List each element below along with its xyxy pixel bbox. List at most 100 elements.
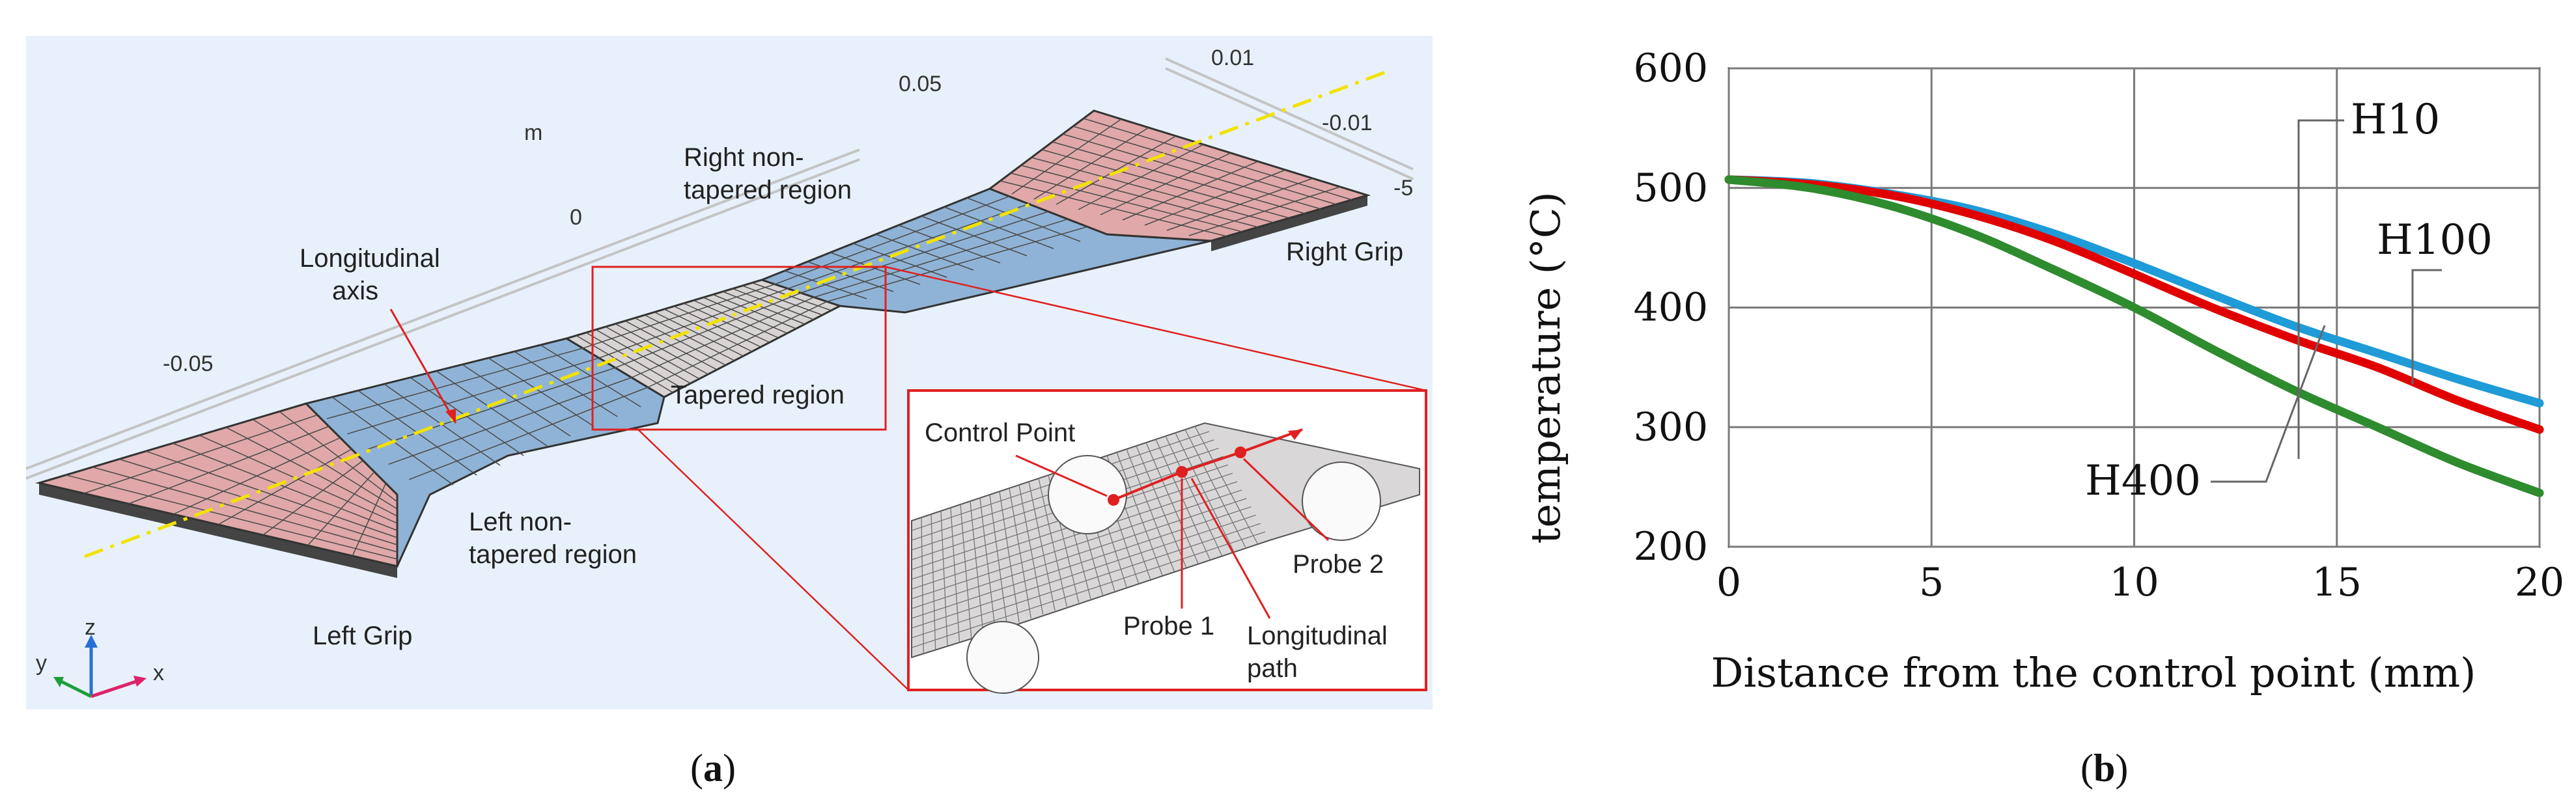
panel-a-letter: a xyxy=(703,747,723,790)
y-tick-label: 300 xyxy=(1633,404,1708,450)
longitudinal-axis-arrow xyxy=(445,409,456,423)
chart-grid xyxy=(1728,67,2541,548)
triad-y-arrow xyxy=(53,677,64,687)
mesh-line xyxy=(388,377,632,465)
inset-mesh-line xyxy=(911,481,1238,590)
mesh-line xyxy=(631,296,815,378)
series-line-h100 xyxy=(1724,175,2544,434)
x-tick-label: 20 xyxy=(2515,560,2564,605)
legend-label-h100: H100 xyxy=(2377,216,2493,264)
mesh-line xyxy=(1122,161,1259,221)
y-tick-label: 500 xyxy=(1633,165,1708,211)
triad-x-axis xyxy=(91,678,141,698)
mesh-line xyxy=(347,357,600,435)
x-tick-label: 0 xyxy=(1716,560,1741,605)
inset-mesh-line xyxy=(911,498,1247,609)
path-label-2: path xyxy=(1247,654,1298,683)
probe2-label: Probe 2 xyxy=(1293,550,1384,579)
coordinate-triad: z x y xyxy=(36,615,164,698)
inset-mesh-line xyxy=(911,489,1242,599)
tapered-label: Tapered region xyxy=(671,381,845,409)
mesh-line xyxy=(774,195,1010,285)
tick-neg001: -0.01 xyxy=(1322,111,1373,135)
inset-leaders xyxy=(1015,454,1330,619)
panel-b-label: (b) xyxy=(2080,747,2128,790)
unit-m: m xyxy=(524,120,542,145)
ruler-lines xyxy=(25,57,1414,480)
y-tick-label: 400 xyxy=(1633,285,1708,331)
probe-path xyxy=(1113,428,1303,501)
mesh-line xyxy=(1166,178,1313,231)
specimen-edge-left xyxy=(39,483,397,578)
mesh-line xyxy=(800,211,1049,294)
mesh-line xyxy=(615,292,802,368)
inset-mesh-line xyxy=(911,531,1266,648)
mesh-line xyxy=(813,218,1069,298)
right-nontapered-label-1: Right non- xyxy=(684,143,804,172)
left-grip-label: Left Grip xyxy=(313,622,412,650)
tick-005: 0.05 xyxy=(899,72,942,96)
mesh-line xyxy=(326,348,583,420)
mesh-line xyxy=(1056,135,1177,205)
y-tick-label: 200 xyxy=(1633,524,1708,570)
mesh-line xyxy=(367,367,616,450)
triad-x-label: x xyxy=(153,661,164,685)
mesh-line xyxy=(1078,144,1204,210)
mesh-line xyxy=(826,226,1088,303)
model-view-panel: -0.05 0 0.05 0.01 -0.01 -5 m xyxy=(25,36,1433,790)
right-grip-label: Right Grip xyxy=(1286,238,1403,266)
zoom-line-top xyxy=(885,266,1427,392)
control-point-marker xyxy=(1108,494,1119,506)
mesh-line xyxy=(128,426,329,504)
mesh-line xyxy=(1144,169,1286,226)
mesh-line xyxy=(1188,186,1341,236)
mesh-line xyxy=(1033,127,1149,200)
longitudinal-axis-label-1: Longitudinal xyxy=(300,244,440,273)
mesh-line xyxy=(1011,118,1122,195)
longitudinal-axis-line xyxy=(84,70,1388,558)
specimen-edge-right xyxy=(1211,195,1367,251)
longitudinal-axis-label-2: axis xyxy=(332,277,378,305)
x-tick-label: 5 xyxy=(1919,560,1944,605)
mesh-line xyxy=(598,288,789,359)
triad-y-label: y xyxy=(36,651,47,676)
panel-a-label: (a) xyxy=(690,747,736,790)
x-tick-label: 10 xyxy=(2109,560,2159,605)
highlight-box xyxy=(591,266,887,431)
panel-b-letter: b xyxy=(2093,747,2115,790)
triad-z-arrow xyxy=(85,635,98,648)
y-tick-label: 600 xyxy=(1633,46,1708,91)
right-nontapered-label-2: tapered region xyxy=(684,176,852,204)
mesh-line xyxy=(409,387,649,480)
triad-x-arrow xyxy=(133,676,147,687)
mesh-line xyxy=(787,203,1029,290)
path-label-1: Longitudinal xyxy=(1247,622,1388,650)
mesh-line xyxy=(1100,152,1231,215)
chart-ticks: 0 5 10 15 20 200 300 400 500 600 xyxy=(1633,46,2564,605)
probe1-label: Probe 1 xyxy=(1123,612,1214,640)
tick-001: 0.01 xyxy=(1211,46,1254,70)
legend-leader-h100 xyxy=(2411,269,2442,384)
path-arrowhead xyxy=(1288,430,1302,440)
mesh-line xyxy=(647,301,828,388)
mesh-line xyxy=(307,471,375,546)
series-line-h400 xyxy=(1724,175,2544,497)
tick-zero: 0 xyxy=(570,205,582,230)
mesh xyxy=(65,118,1352,560)
x-tick-label: 15 xyxy=(2312,560,2362,605)
mesh-line xyxy=(217,448,352,525)
legend-label-h400: H400 xyxy=(2085,457,2201,505)
inset-mesh-line xyxy=(911,514,1256,629)
mesh-line xyxy=(173,437,341,515)
legend-label-h10: H10 xyxy=(2351,96,2440,144)
tick-neg5: -5 xyxy=(1393,176,1413,200)
probe1-marker xyxy=(1176,466,1188,478)
inset: Control Point Probe 1 Probe 2 Longitudin… xyxy=(907,389,1427,694)
mesh-line xyxy=(352,483,387,557)
tick-neg005: -0.05 xyxy=(163,351,214,376)
mesh-line xyxy=(262,460,363,536)
y-axis-label: temperature (°C) xyxy=(1522,191,1569,543)
